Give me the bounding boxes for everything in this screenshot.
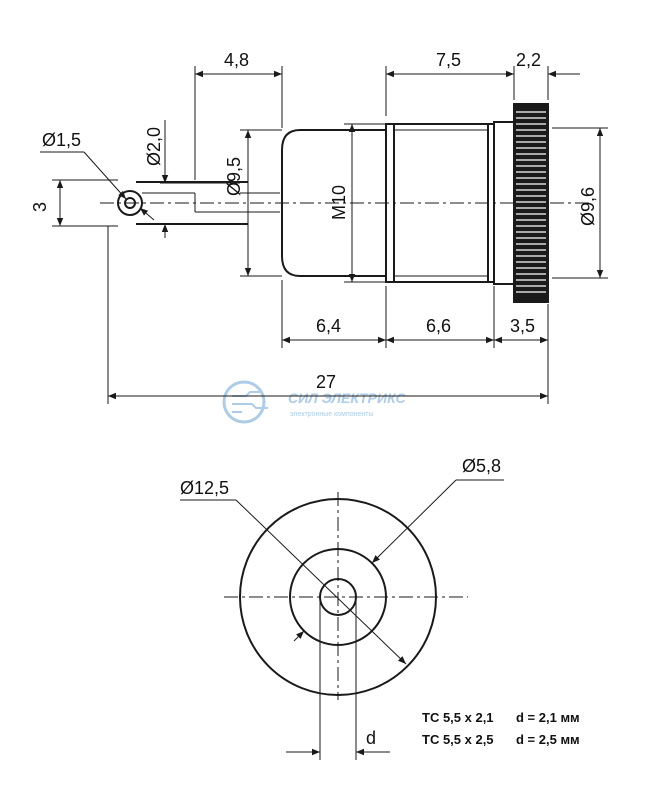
- dim-segment-b: 6,6: [426, 316, 451, 336]
- dim-knurl-diameter: Ø9,6: [578, 187, 598, 226]
- dim-total-length: 27: [316, 372, 336, 392]
- dim-d: d: [366, 728, 376, 748]
- outer-flange-circle: [239, 498, 437, 696]
- dim-segment-c: 3,5: [510, 316, 535, 336]
- knurl-pattern: [516, 111, 546, 293]
- dim-thread-length: 7,5: [436, 50, 461, 70]
- dim-pin-diameter: Ø2,0: [144, 127, 164, 166]
- solder-lug-ring: [117, 190, 143, 216]
- dim-knurl-length: 2,2: [516, 50, 541, 70]
- dim-outer-diameter: Ø12,5: [180, 478, 229, 498]
- front-view: Ø12,5 Ø5,8 d: [180, 456, 504, 760]
- watermark-tagline: электронные компоненты: [290, 411, 374, 418]
- dim-segment-a: 6,4: [316, 316, 341, 336]
- note-model: TC 5,5 x 2,1: [422, 710, 494, 725]
- rear-bushing: [281, 129, 386, 277]
- note-model: TC 5,5 x 2,5: [422, 732, 494, 747]
- dim-pin-length: 4,8: [224, 50, 249, 70]
- watermark-logo-icon: [222, 380, 266, 424]
- knurled-nut: [513, 103, 549, 303]
- dim-inner-diameter: Ø5,8: [462, 456, 501, 476]
- dim-hole-diameter: Ø1,5: [42, 130, 81, 150]
- dim-thread-size: M10: [329, 185, 349, 220]
- solder-lug-hole: [124, 197, 136, 209]
- note-value: d = 2,5 мм: [516, 732, 580, 747]
- side-view: 4,8 7,5 2,2 Ø9,5 M10 Ø9,6 Ø2,0 Ø1,5: [30, 50, 608, 404]
- socket-circle: [289, 548, 387, 646]
- notes-table: TC 5,5 x 2,1 d = 2,1 мм TC 5,5 x 2,5 d =…: [422, 710, 580, 747]
- note-value: d = 2,1 мм: [516, 710, 580, 725]
- dim-bushing-diameter: Ø9,5: [224, 157, 244, 196]
- dim-pin-width: 3: [30, 202, 50, 212]
- watermark-name: СИЛ ЭЛЕКТРИКС: [288, 390, 407, 406]
